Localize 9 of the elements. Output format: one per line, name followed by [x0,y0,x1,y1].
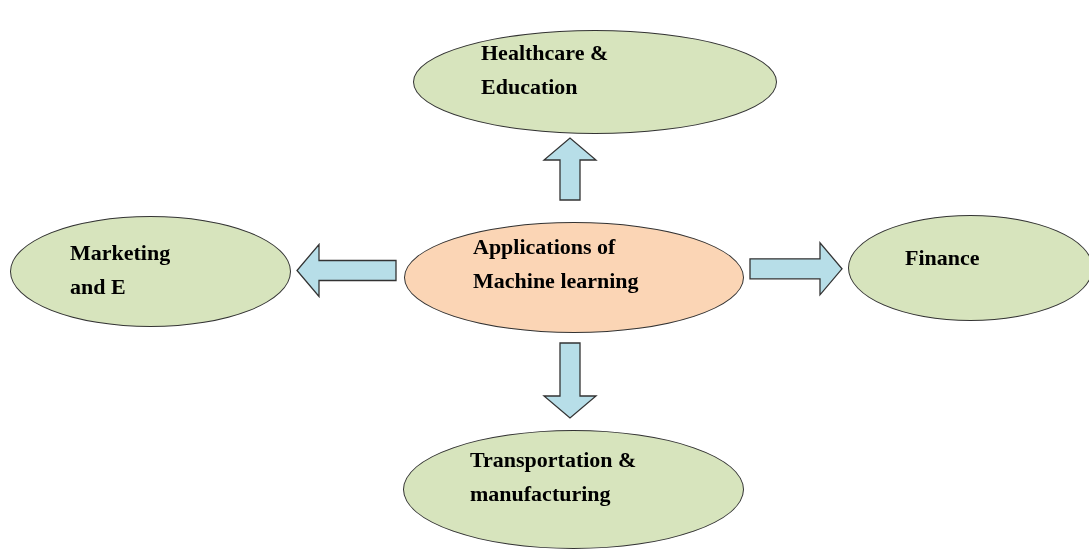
block-arrow [749,241,843,297]
block-arrow [542,342,598,419]
block-arrow [542,137,598,201]
node-label: Finance [905,244,981,272]
node-label: Applications of Machine learning [473,233,640,295]
node-label: Marketing and E [70,239,172,301]
block-arrow [296,242,397,299]
node-label: Healthcare & Education [481,39,610,101]
node-label: Transportation & manufacturing [470,446,638,508]
